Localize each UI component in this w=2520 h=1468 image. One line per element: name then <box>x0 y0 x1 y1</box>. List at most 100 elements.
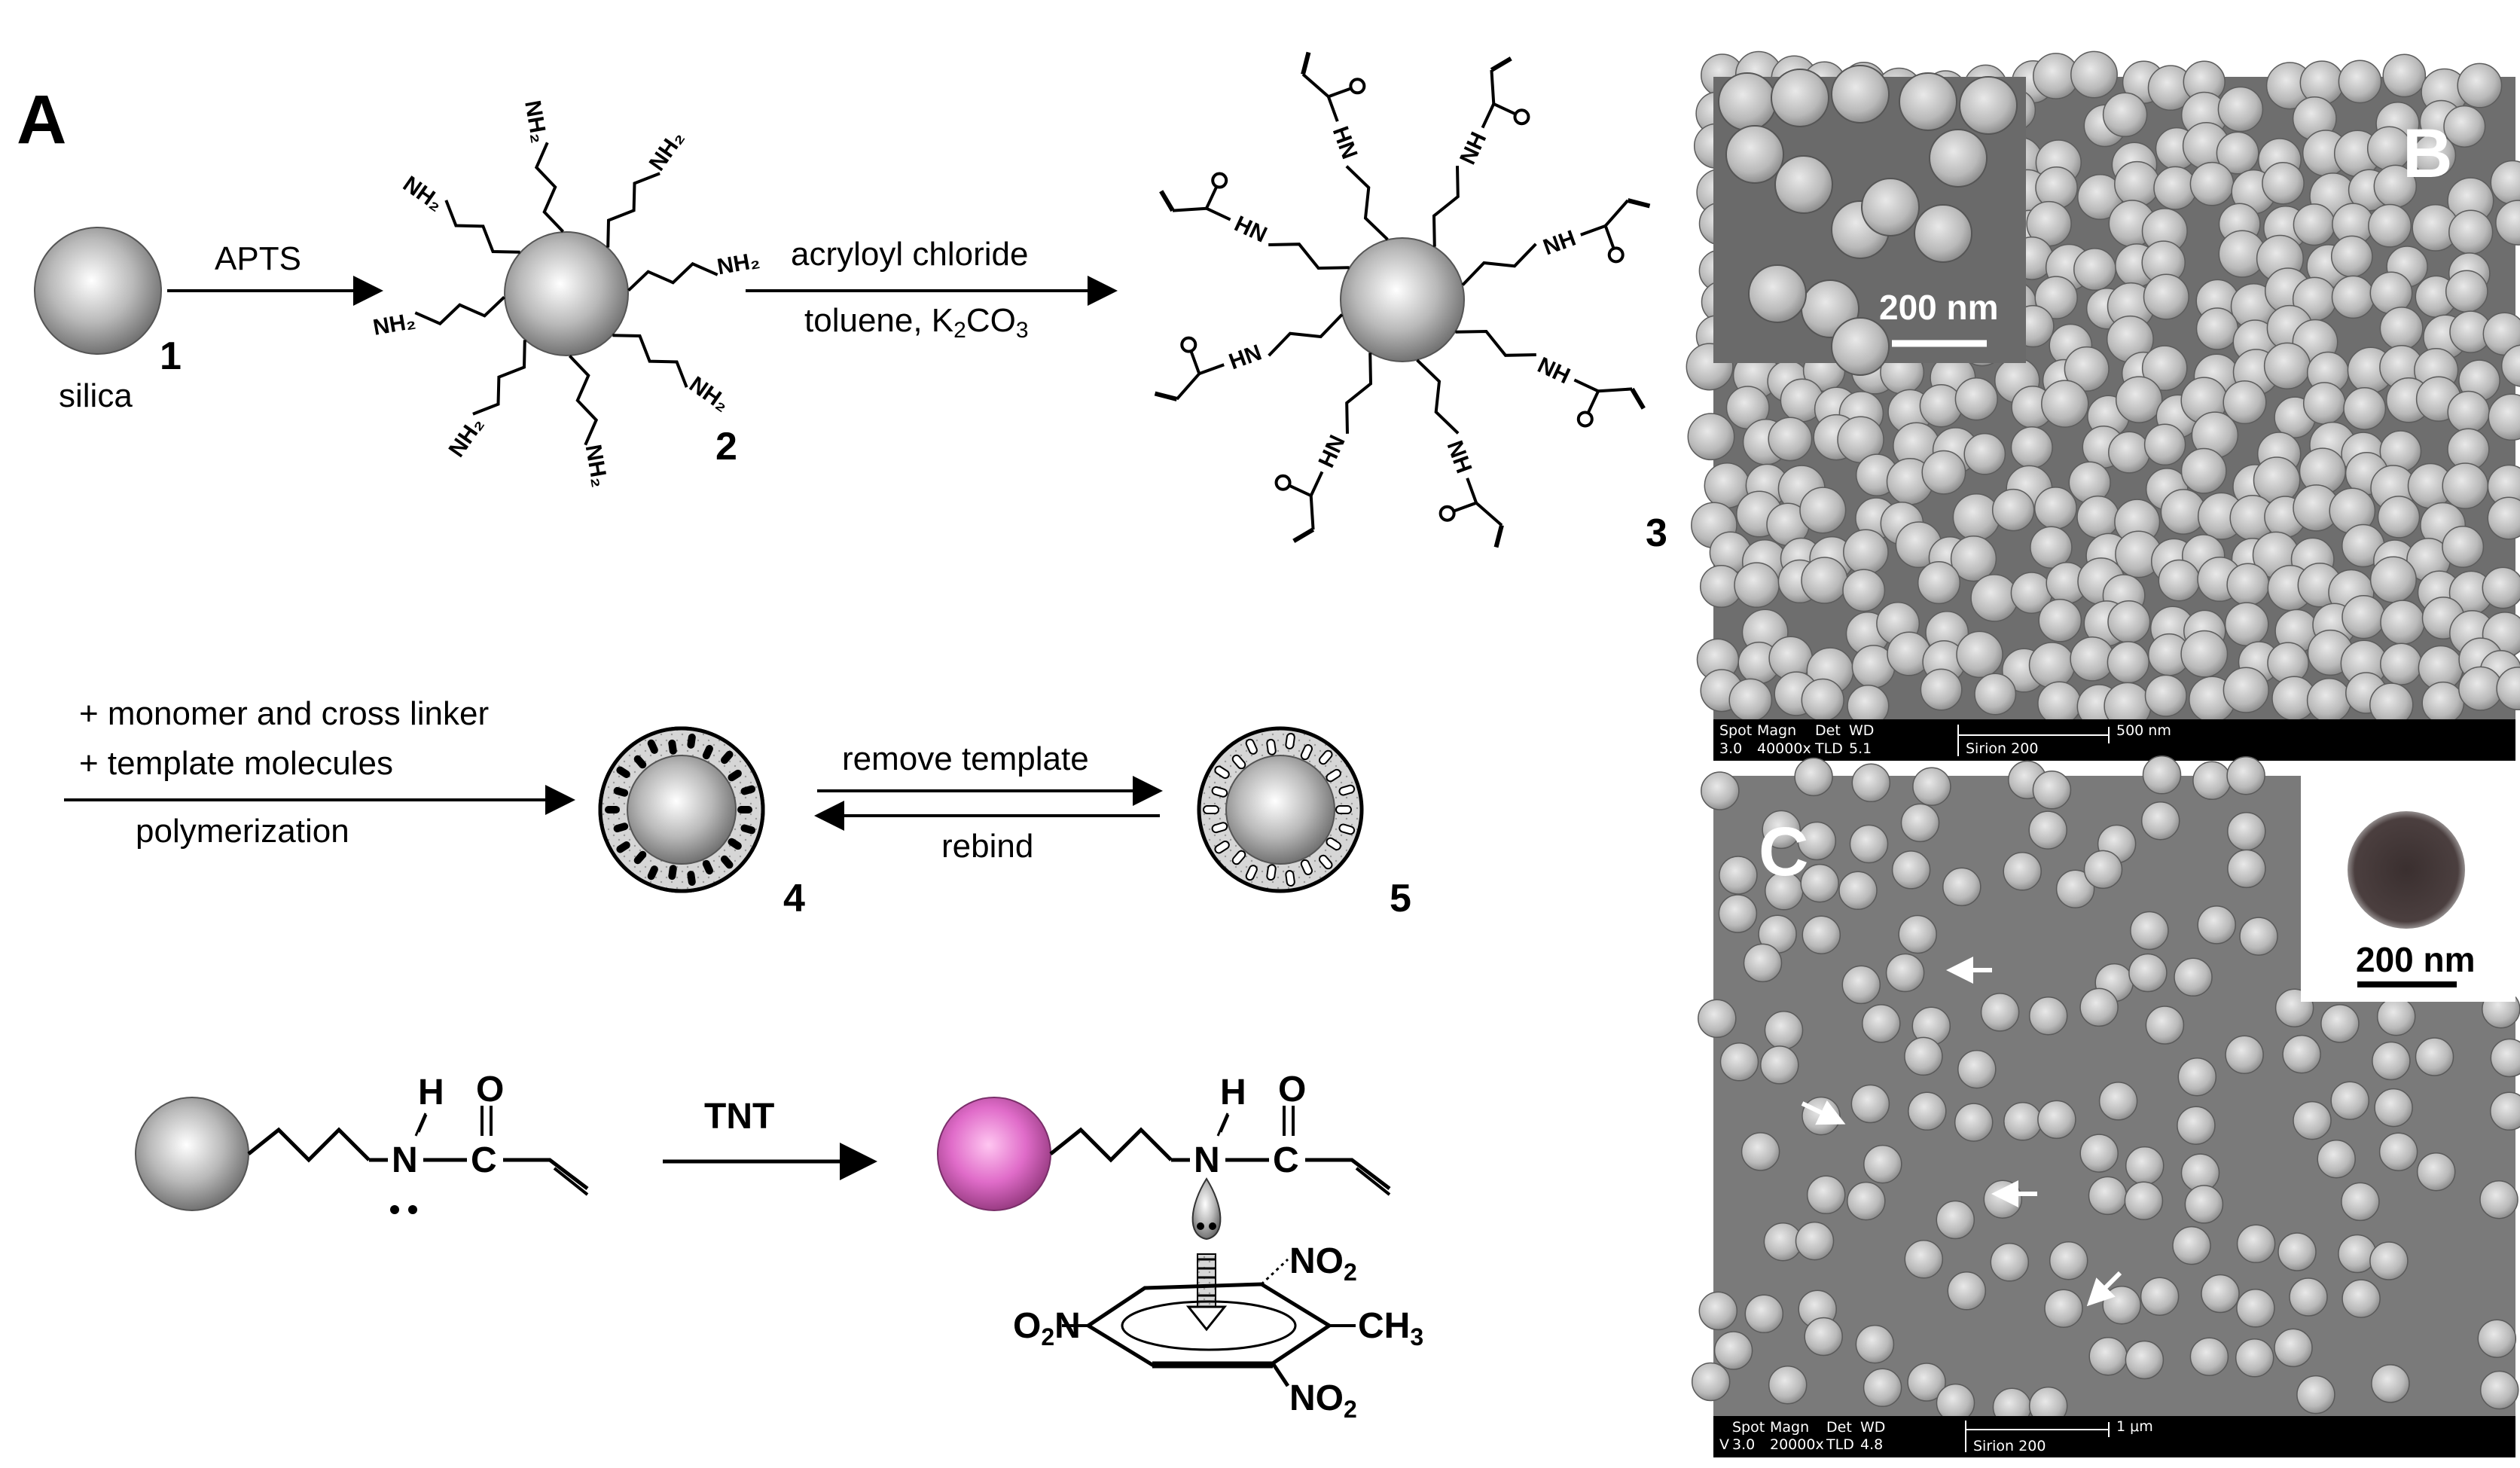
sem-particle <box>2033 487 2077 530</box>
sem-particle <box>2041 380 2089 428</box>
sem-particle <box>2225 1035 2264 1074</box>
panel-b-info-spot-header: Spot <box>1719 722 1752 739</box>
sem-particle <box>1719 1042 1759 1082</box>
sem-particle <box>1806 1175 1846 1215</box>
monomer-label: + monomer and cross linker <box>79 695 489 732</box>
sem-particle <box>1841 965 1881 1005</box>
panel-b-letter: B <box>2403 115 2452 192</box>
sem-particle <box>1795 1221 1835 1261</box>
imprinted-cavity <box>1245 738 1258 755</box>
sem-particle <box>2125 1340 2165 1380</box>
amine-group-label: NH₂ <box>520 99 551 145</box>
sem-particle <box>1908 1091 1947 1131</box>
amide-group-label: NH <box>1533 353 1573 389</box>
imprinted-cavity <box>1335 805 1352 814</box>
imprinted-cavity <box>1231 754 1246 770</box>
sem-particle <box>2289 1277 2328 1317</box>
imprinted-cavity <box>1211 822 1228 834</box>
template-molecule <box>687 733 696 749</box>
nitro-left: O2N <box>1013 1306 1081 1350</box>
carbon-right: C <box>1273 1140 1299 1180</box>
sem-particle <box>2277 1232 2317 1271</box>
sem-particle <box>2421 681 2465 725</box>
inset-particle <box>1959 76 2018 135</box>
sem-particle <box>2224 602 2269 647</box>
sem-particle <box>2223 667 2269 713</box>
sem-particle <box>1800 863 1839 903</box>
sem-particle <box>1794 757 1833 797</box>
imprinted-cavity <box>1318 854 1333 870</box>
sem-particle <box>2044 1289 2083 1328</box>
sem-particle <box>2079 1134 2119 1173</box>
sem-particle <box>1983 1180 2023 1219</box>
compound-3-number: 3 <box>1646 511 1667 555</box>
imprinted-cavity <box>1326 768 1341 783</box>
sem-particle <box>1691 1362 1731 1402</box>
sem-particle <box>2377 496 2421 539</box>
sem-particle <box>2153 166 2198 210</box>
sem-particle <box>2293 1100 2332 1140</box>
sem-particle <box>2338 1234 2377 1274</box>
sem-particle <box>2235 1338 2274 1378</box>
sem-particle <box>2102 92 2148 138</box>
sem-particle <box>2028 642 2076 688</box>
sem-particle <box>2457 63 2503 108</box>
inset-particle <box>1899 72 1957 131</box>
amide-group-label: NH <box>1540 226 1579 261</box>
sem-particle <box>1801 678 1844 722</box>
imprinted-cavity <box>1203 805 1219 814</box>
template-molecule <box>740 824 756 835</box>
template-molecule <box>616 766 630 778</box>
polymerization-label: polymerization <box>136 813 349 850</box>
sem-particle <box>1862 1004 1901 1043</box>
sem-particle <box>2482 566 2520 609</box>
sem-particle <box>2030 526 2073 569</box>
tnt-bound-bead <box>937 1097 1051 1211</box>
template-molecule <box>737 806 752 813</box>
sem-particle <box>2028 810 2067 850</box>
sem-particle <box>2108 431 2151 474</box>
sem-particle <box>2447 390 2490 434</box>
sem-particle <box>2140 801 2180 841</box>
sem-particle <box>1954 1103 1994 1142</box>
sem-particle <box>2088 1336 2128 1376</box>
sem-particle <box>1942 867 1982 907</box>
carbonyl-oxygen <box>1438 505 1456 522</box>
imprinted-cavity <box>1266 864 1277 881</box>
sem-particle <box>1768 417 1813 462</box>
template-molecule <box>687 871 696 887</box>
sem-particle <box>2217 86 2264 133</box>
imprinted-cavity <box>1245 865 1258 881</box>
inset-particle <box>1914 204 1972 263</box>
sem-particle <box>2372 1041 2411 1081</box>
sem-particle <box>2184 1185 2224 1224</box>
sem-particle <box>2262 161 2305 205</box>
panel-b-info-spot: 3.0 <box>1719 740 1742 757</box>
carbon-left: C <box>471 1140 497 1180</box>
template-molecule <box>728 769 742 782</box>
sem-particle <box>2189 1337 2229 1376</box>
sem-particle <box>2088 1176 2128 1216</box>
charge-transfer-arrow <box>1185 1253 1228 1332</box>
template-removed-sphere <box>1197 726 1364 893</box>
panel-c-info-spot: 3.0 <box>1732 1436 1755 1453</box>
nitro-top: NO2 <box>1289 1241 1357 1286</box>
carbonyl-oxygen <box>1211 172 1228 189</box>
sem-particle <box>1863 1144 1902 1184</box>
sem-particle <box>2342 595 2386 639</box>
carbonyl-oxygen <box>1180 336 1197 353</box>
panel-c-info-prefix: V <box>1719 1436 1729 1453</box>
sem-particle <box>1744 1294 1784 1334</box>
sem-particle <box>2003 1102 2043 1141</box>
amine-group-label: NH₂ <box>398 172 447 217</box>
imprinted-cavity <box>1214 841 1230 854</box>
template-molecule <box>616 841 630 853</box>
template-molecule <box>668 739 677 755</box>
template-molecule <box>702 859 713 874</box>
sem-particle <box>1917 561 1961 605</box>
amide-group-label: HN <box>1226 340 1265 374</box>
amide-group-label: HN <box>1314 432 1350 472</box>
propyl-chain-right <box>1049 1127 1173 1163</box>
sem-particle <box>2239 917 2278 956</box>
template-molecule <box>728 838 742 850</box>
